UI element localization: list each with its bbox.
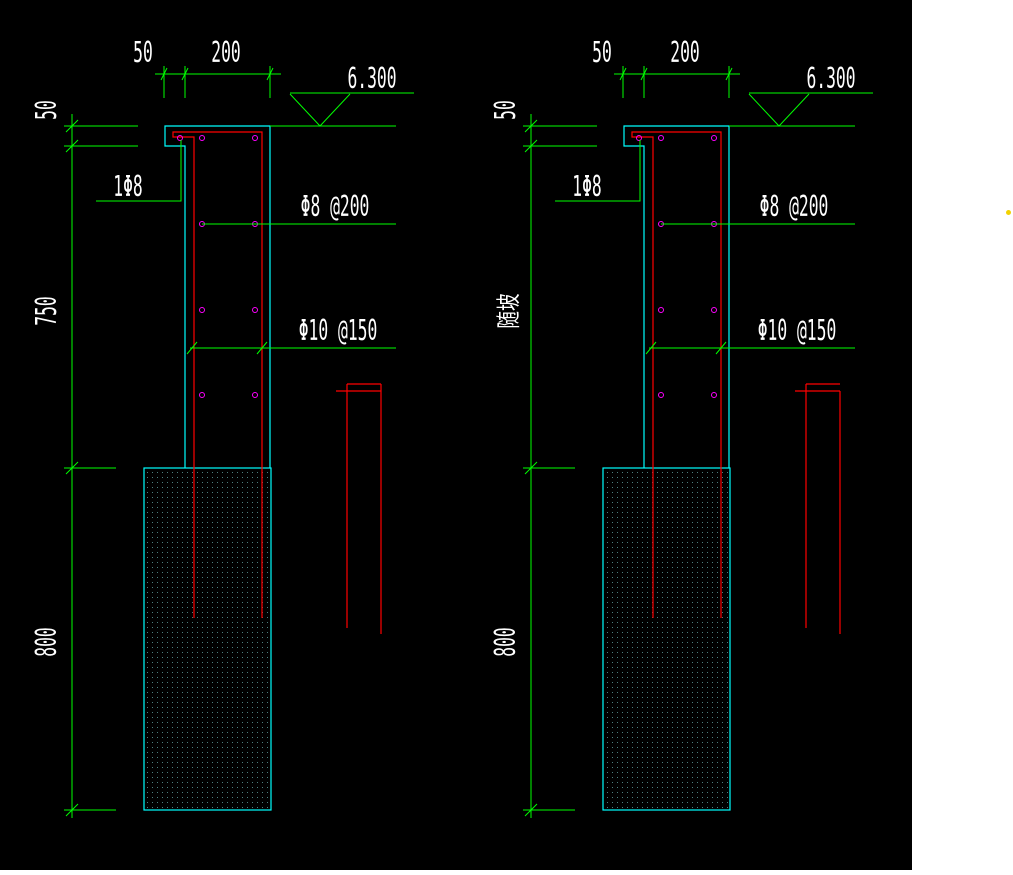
rebar-dots (177, 135, 258, 398)
section-2: 50 200 6.300 1Φ8 Φ8 @200 Φ10 @150 50 随坡 … (488, 35, 873, 818)
section-drawing: 50 200 6.300 1Φ8 Φ8 @200 Φ10 @150 50 750… (29, 35, 873, 818)
wall-outline (623, 125, 730, 468)
bar-corner-text: 1Φ8 (113, 169, 142, 203)
dim-footing-text: 800 (29, 627, 63, 656)
dim-top-text: 50 (488, 100, 522, 120)
dim-footing-text: 800 (488, 627, 522, 656)
elevation-text: 6.300 (806, 61, 855, 95)
dim-cover-text: 50 (592, 35, 612, 69)
dim-wall-text: 750 (29, 296, 63, 325)
bar-stirrup-text: Φ8 @200 (760, 189, 829, 223)
wall-outline (164, 125, 271, 468)
rebar-cage (172, 131, 382, 634)
dim-top-text: 50 (29, 100, 63, 120)
bar-main-text: Φ10 @150 (758, 313, 837, 347)
footing-block (143, 467, 272, 811)
dimension-lines (523, 66, 873, 818)
blank-side-panel (912, 0, 1013, 870)
side-note-text: 随坡 (494, 293, 523, 328)
dim-width-text: 200 (211, 35, 240, 69)
elevation-text: 6.300 (347, 61, 396, 95)
dimension-lines (64, 66, 414, 818)
dim-cover-text: 50 (133, 35, 153, 69)
section-1: 50 200 6.300 1Φ8 Φ8 @200 Φ10 @150 50 750… (29, 35, 414, 818)
footing-block (602, 467, 731, 811)
dim-width-text: 200 (670, 35, 699, 69)
rebar-cage (631, 131, 841, 634)
bar-stirrup-text: Φ8 @200 (301, 189, 370, 223)
rebar-dots (636, 135, 717, 398)
bar-corner-text: 1Φ8 (572, 169, 601, 203)
cad-drawing-canvas[interactable]: 50 200 6.300 1Φ8 Φ8 @200 Φ10 @150 50 750… (0, 0, 912, 870)
bar-main-text: Φ10 @150 (299, 313, 378, 347)
cursor-marker-icon (1006, 210, 1011, 215)
